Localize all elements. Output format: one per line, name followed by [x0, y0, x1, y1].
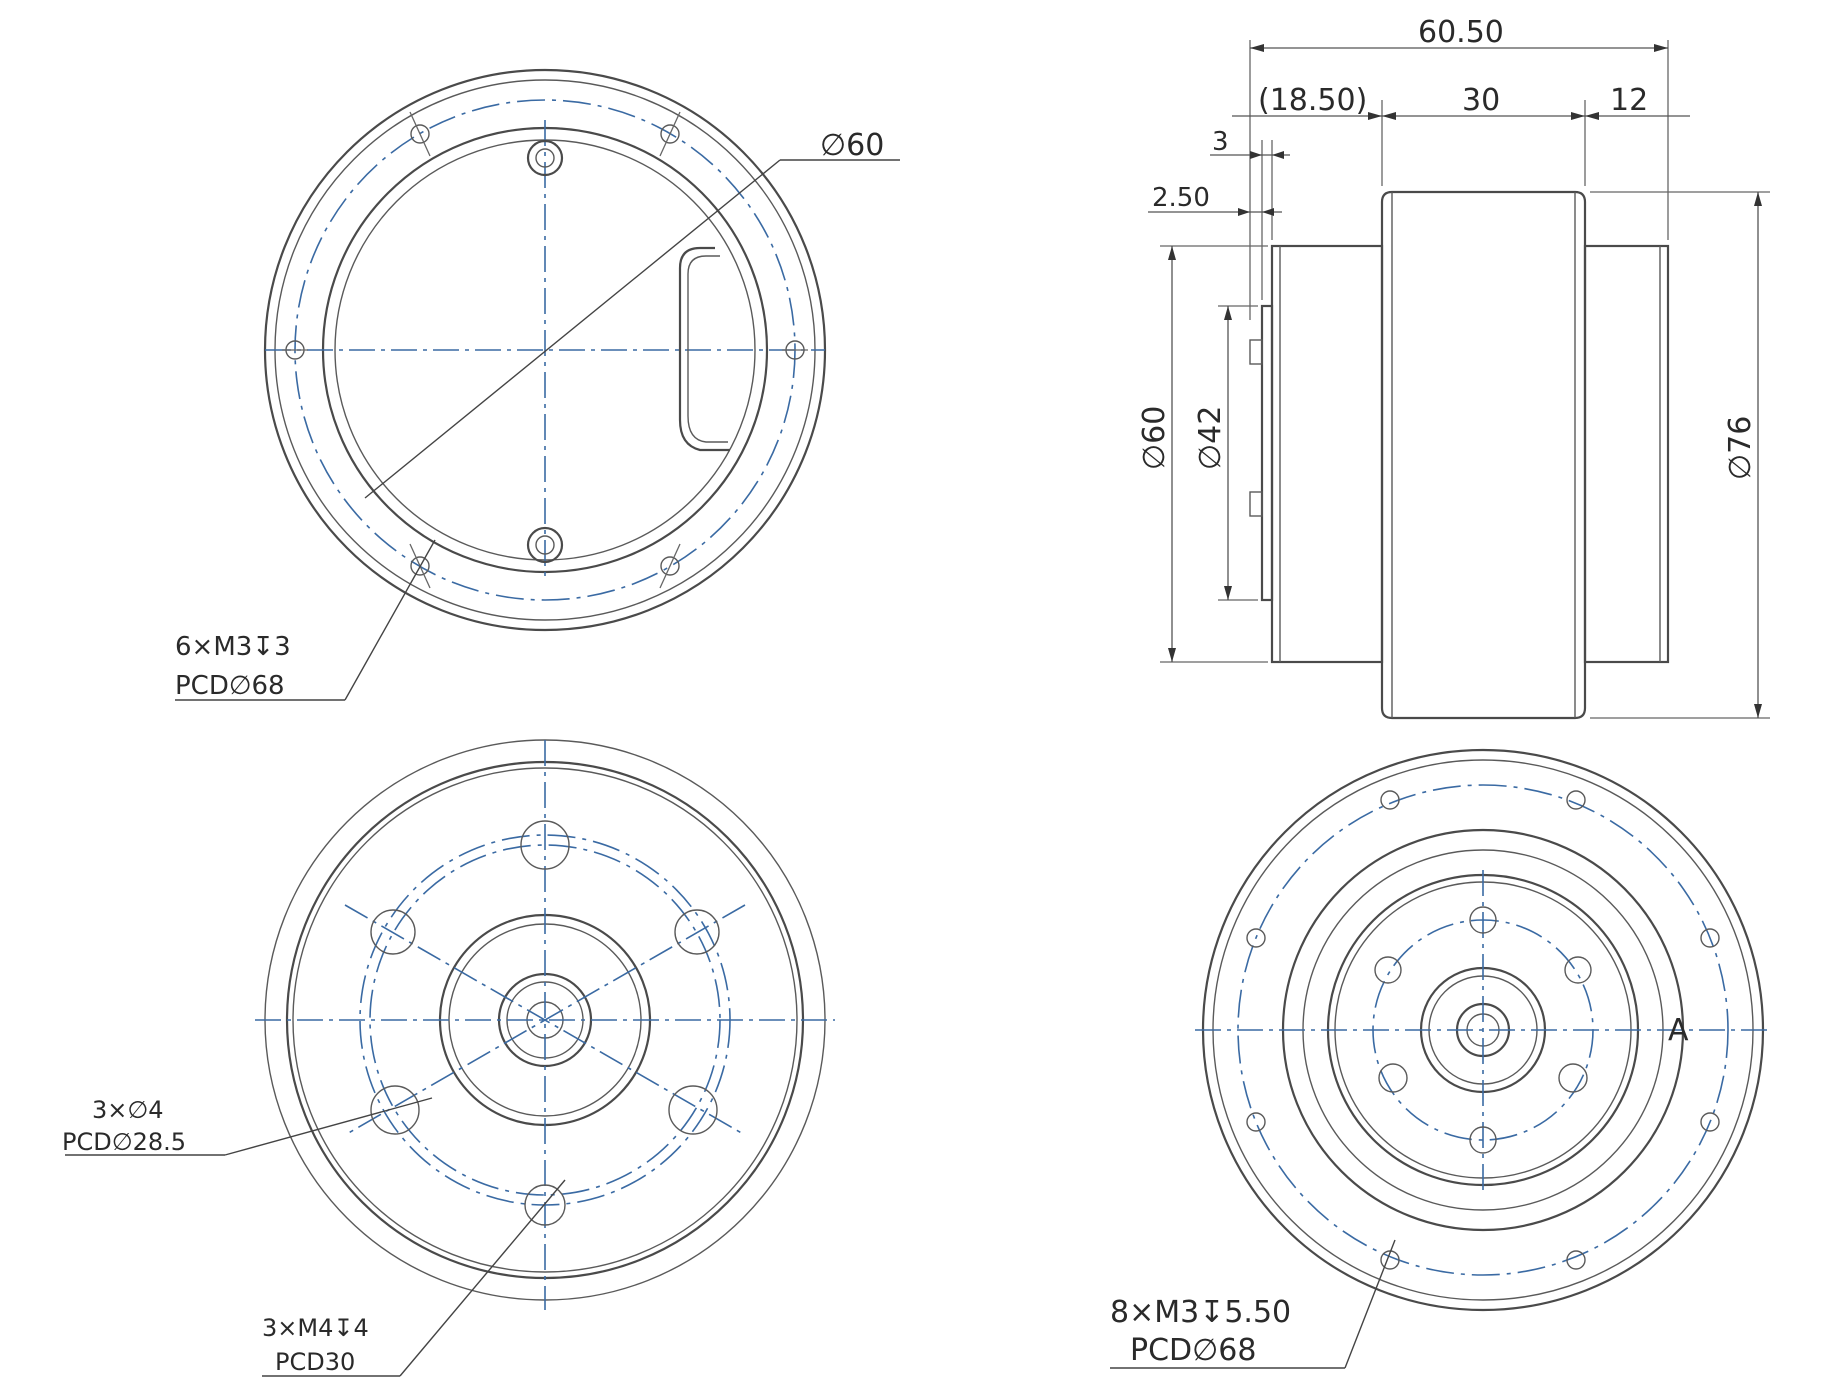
screw-boss-top — [526, 139, 564, 177]
bolt-pcd-circle — [1237, 784, 1729, 1276]
datum-a-label: A — [1668, 1013, 1689, 1048]
output-hole — [1374, 956, 1402, 984]
side-view: 60.50 (18.50) 30 12 3 2.50 ∅60 ∅42 ∅76 — [1137, 15, 1770, 720]
mounting-hole — [1246, 1112, 1266, 1132]
cable-window-inner — [687, 255, 728, 443]
dim-30: 30 — [1462, 83, 1500, 118]
note-a-leader — [224, 1097, 433, 1156]
dim-12: 12 — [1610, 83, 1648, 118]
output-hole — [1469, 906, 1497, 934]
output-hole — [1564, 956, 1592, 984]
mounting-hole — [1380, 790, 1400, 810]
output-hole — [1558, 1063, 1588, 1093]
bolt-hole — [659, 543, 681, 589]
bolt-hole — [282, 340, 308, 360]
mounting-hole — [1246, 928, 1266, 948]
through-hole — [370, 909, 416, 955]
through-hole — [668, 1085, 718, 1135]
note-a-line1: 3×∅4 — [92, 1096, 164, 1124]
mounting-hole — [1700, 928, 1720, 948]
note-a-line2: PCD∅28.5 — [62, 1128, 186, 1156]
note-leader — [1344, 1239, 1396, 1369]
dim-3: 3 — [1212, 127, 1229, 157]
dim-dia-76: ∅76 — [1723, 416, 1758, 480]
cable-window — [678, 246, 730, 452]
through-hole — [674, 909, 720, 955]
hole-note-line2: PCD∅68 — [175, 671, 285, 701]
hole-note-leader — [344, 539, 436, 701]
through-hole — [520, 820, 570, 870]
through-hole — [370, 1085, 420, 1135]
diameter-callout: ∅60 — [820, 128, 884, 163]
output-holes — [1374, 906, 1592, 1154]
through-holes — [370, 820, 720, 1226]
dim-18-50: (18.50) — [1258, 83, 1367, 118]
flange-edge-circle — [292, 767, 798, 1273]
output-hole — [1469, 1126, 1497, 1154]
dim-overall: 60.50 — [1418, 15, 1504, 50]
threaded-hole — [524, 1184, 566, 1226]
bolt-hole — [659, 111, 681, 157]
mounting-hole — [1700, 1112, 1720, 1132]
bottom-right-view: A 8×M3↧5.50 PCD∅68 — [1110, 748, 1771, 1369]
mounting-hole — [1566, 790, 1586, 810]
bolt-hole — [782, 340, 808, 360]
mounting-holes — [1246, 790, 1720, 1270]
note-b-leader — [399, 1179, 566, 1377]
output-hole — [1378, 1063, 1408, 1093]
output-pin-bottom — [1249, 491, 1263, 517]
right-hub — [1583, 244, 1670, 664]
bolt-hole — [409, 111, 431, 157]
note-b-line1: 3×M4↧4 — [262, 1314, 369, 1342]
diameter-leader — [364, 159, 781, 499]
output-flange — [1260, 304, 1274, 602]
screw-boss-bottom — [526, 526, 564, 564]
dim-dia-42: ∅42 — [1193, 406, 1228, 470]
hole-note-line1: 6×M3↧3 — [175, 632, 291, 662]
bottom-left-view: 3×∅4 PCD∅28.5 3×M4↧4 PCD30 — [62, 739, 835, 1377]
dim-2-50: 2.50 — [1152, 183, 1210, 213]
main-body — [1380, 190, 1587, 720]
mounting-hole — [1566, 1250, 1586, 1270]
output-pin-top — [1249, 339, 1263, 365]
left-hub — [1270, 244, 1384, 664]
dim-dia-60: ∅60 — [1137, 406, 1172, 470]
note-line1: 8×M3↧5.50 — [1110, 1295, 1291, 1330]
note-b-line2: PCD30 — [275, 1348, 355, 1376]
note-line2: PCD∅68 — [1130, 1333, 1256, 1368]
bolt-holes — [282, 111, 808, 589]
top-left-view: ∅60 6×M3↧3 PCD∅68 — [175, 68, 900, 701]
